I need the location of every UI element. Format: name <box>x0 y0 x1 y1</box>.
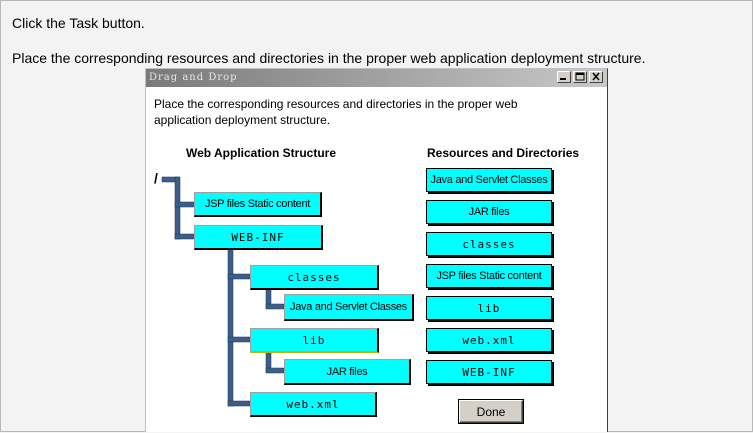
task-instruction: Click the Task button. <box>12 15 145 31</box>
window-title: Drag and Drop <box>149 72 238 83</box>
connector-jsp <box>174 201 196 208</box>
done-button[interactable]: Done <box>459 400 523 423</box>
resource-item[interactable]: JAR files <box>426 200 552 224</box>
connector-webxml <box>227 400 251 407</box>
resource-item[interactable]: Java and Servlet Classes <box>426 168 552 192</box>
tree-node-web-inf[interactable]: WEB-INF <box>194 225 323 250</box>
connector-root <box>161 176 180 183</box>
tree-node-jsp-static[interactable]: JSP files Static content <box>194 192 322 217</box>
window-titlebar[interactable]: Drag and Drop <box>146 69 607 87</box>
resource-item[interactable]: classes <box>426 232 552 256</box>
resource-item[interactable]: WEB-INF <box>426 360 552 384</box>
tree-node-jar-files[interactable]: JAR files <box>284 359 411 385</box>
connector-classes <box>227 273 251 280</box>
connector-java <box>265 303 285 310</box>
window-instructions: Place the corresponding resources and di… <box>154 97 518 127</box>
tree-node-classes[interactable]: classes <box>250 265 379 290</box>
drag-drop-window: Drag and Drop Place the corresponding re… <box>145 68 608 432</box>
connector-lib <box>227 336 251 343</box>
resource-item[interactable]: JSP files Static content <box>426 264 552 288</box>
connector-jar <box>265 367 285 374</box>
resource-item[interactable]: lib <box>426 296 552 320</box>
tree-node-java-servlet[interactable]: Java and Servlet Classes <box>284 294 414 321</box>
connector-webinf <box>174 233 196 240</box>
tree-node-web-xml[interactable]: web.xml <box>250 392 377 417</box>
connector-webinf-vertical <box>227 245 234 407</box>
question-text: Place the corresponding resources and di… <box>12 50 646 66</box>
resources-heading: Resources and Directories <box>427 146 580 160</box>
connector-lib-vertical <box>265 350 272 373</box>
connector-root-vertical <box>174 176 181 240</box>
structure-heading: Web Application Structure <box>186 146 337 160</box>
close-icon[interactable] <box>589 71 603 83</box>
resource-item[interactable]: web.xml <box>426 328 552 352</box>
tree-node-lib[interactable]: lib <box>250 328 379 353</box>
maximize-icon[interactable] <box>573 71 587 83</box>
minimize-icon[interactable] <box>557 71 571 83</box>
root-directory-label: / <box>154 170 158 186</box>
